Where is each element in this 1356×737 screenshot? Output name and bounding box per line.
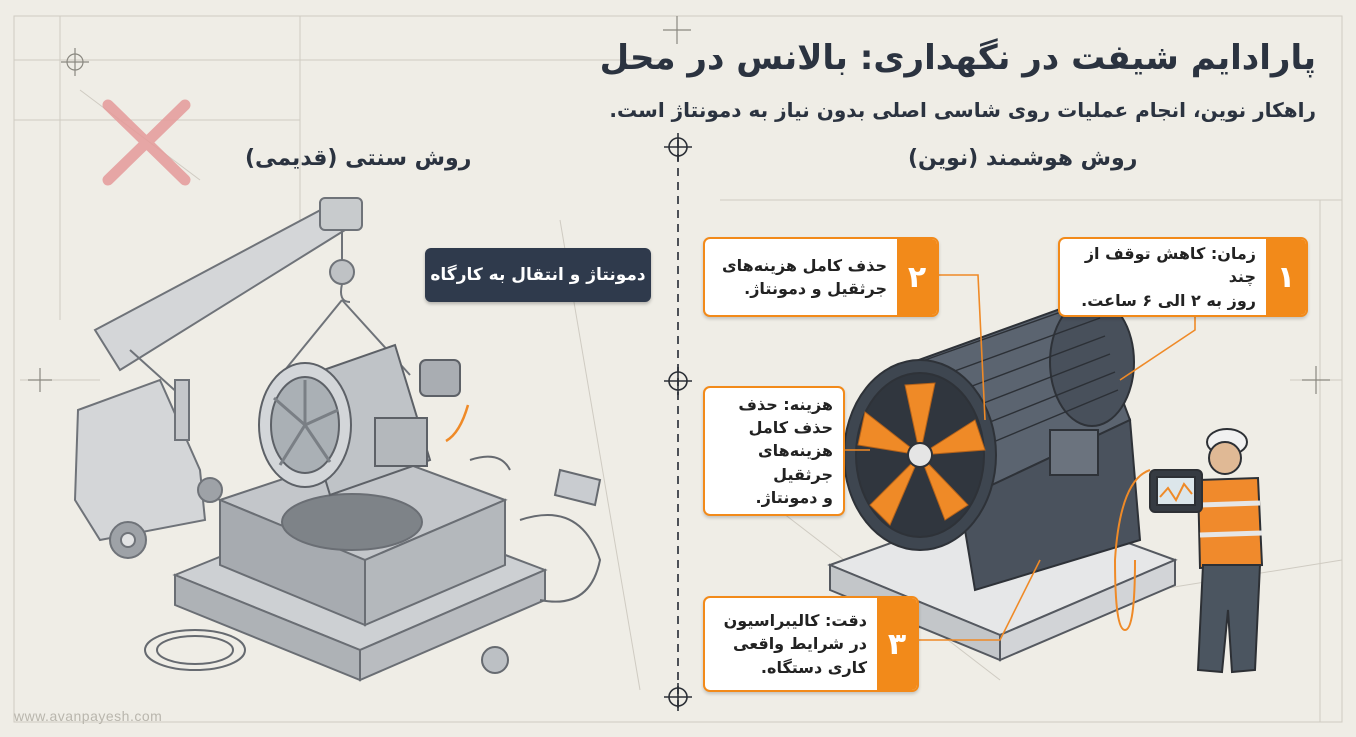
callout-removal: ۲ حذف کامل هزینه‌های جرثقیل و دمونتاژ.	[703, 237, 939, 317]
technician-illustration	[1149, 428, 1264, 674]
page-title: پارادایم شیفت در نگهداری: بالانس در محل	[599, 38, 1317, 78]
callout-number: ۲	[897, 239, 937, 315]
callout-line: روز به ۲ الی ۶ ساعت.	[1081, 290, 1256, 310]
callout-line: در شرایط واقعی	[733, 634, 867, 654]
red-x-icon	[102, 99, 191, 186]
callout-line: هزینه: حذف	[738, 395, 833, 415]
fan-motor-illustration	[258, 343, 461, 497]
callout-line: دقت: کالیبراسیون	[723, 611, 867, 631]
callout-line: هزینه‌های جرثقیل	[757, 441, 833, 484]
callout-accuracy: ۳ دقت: کالیبراسیون در شرایط واقعی کاری د…	[703, 596, 919, 692]
callout-line: جرثقیل و دمونتاژ.	[744, 279, 887, 298]
traditional-method-heading: روش سنتی (قدیمی)	[245, 146, 472, 171]
callout-text: هزینه: حذف حذف کامل هزینه‌های جرثقیل و د…	[705, 388, 843, 514]
callout-line: کاری دستگاه.	[760, 657, 867, 677]
divider-crosshair-icons	[664, 133, 692, 711]
callout-line: حذف کامل هزینه‌های	[721, 255, 887, 275]
watermark: www.avanpayesh.com	[14, 708, 163, 724]
crane-illustration	[73, 197, 411, 559]
disassembly-tag: دمونتاژ و انتقال به کارگاه	[425, 248, 651, 302]
smart-method-heading: روش هوشمند (نوین)	[908, 146, 1138, 171]
callout-text: دقت: کالیبراسیون در شرایط واقعی کاری دست…	[705, 598, 877, 690]
machine-base-illustration	[172, 448, 548, 682]
callout-number: ۱	[1266, 239, 1306, 315]
smart-motor-illustration	[843, 297, 1142, 592]
sensor-cable	[1113, 469, 1151, 632]
callout-text: زمان: کاهش توقف از چند روز به ۲ الی ۶ سا…	[1060, 239, 1266, 315]
callout-cost: هزینه: حذف حذف کامل هزینه‌های جرثقیل و د…	[703, 386, 845, 516]
callout-line: و دمونتاژ.	[755, 487, 834, 507]
callout-leaders	[841, 274, 1196, 641]
rotation-arrow-icon	[445, 404, 470, 443]
crosshair-icons	[28, 16, 1330, 394]
callout-line: حذف کامل	[748, 418, 833, 438]
page-subtitle: راهکار نوین، انجام عملیات روی شاسی اصلی …	[609, 98, 1316, 122]
cables-illustration	[144, 455, 602, 674]
callout-text: حذف کامل هزینه‌های جرثقیل و دمونتاژ.	[705, 239, 897, 315]
callout-line: زمان: کاهش توقف از چند	[1084, 244, 1256, 287]
callout-time: ۱ زمان: کاهش توقف از چند روز به ۲ الی ۶ …	[1058, 237, 1308, 317]
callout-number: ۳	[877, 598, 917, 690]
